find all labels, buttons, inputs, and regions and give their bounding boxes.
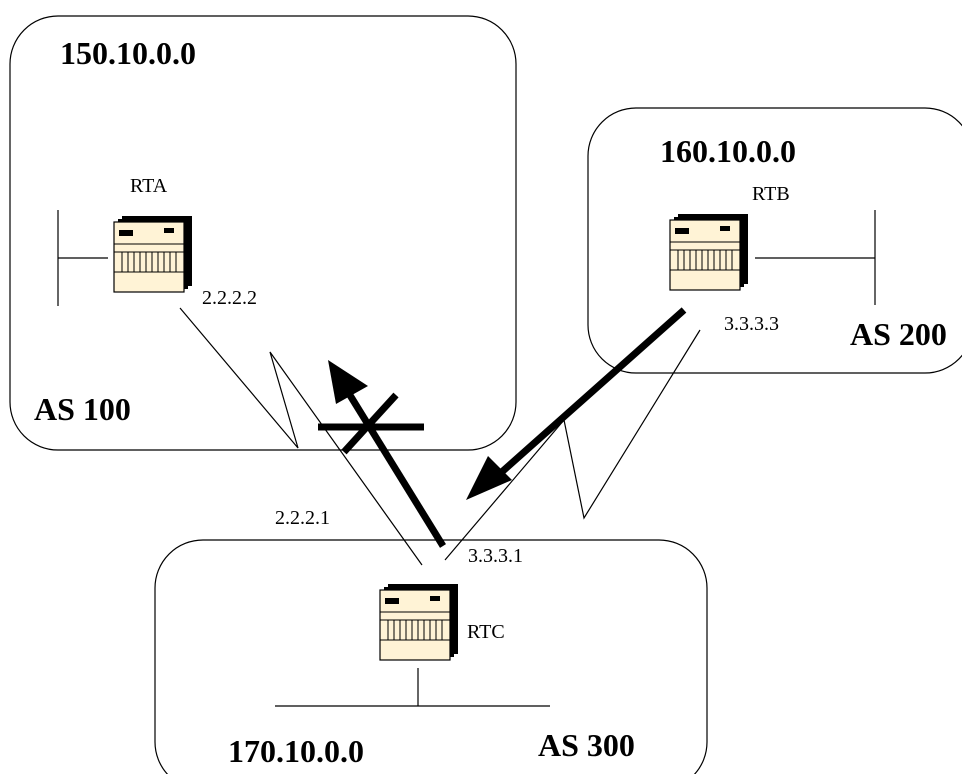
as100-label: AS 100 [34,391,131,427]
router-rta-icon [113,215,193,293]
as300-boundary [154,539,708,774]
rtb-label: RTB [752,183,790,205]
router-rtb-icon [669,213,749,291]
rta-label: RTA [130,175,168,197]
rtc-label: RTC [467,621,505,643]
as100-network-label: 150.10.0.0 [60,35,196,71]
rtc-ip-to-rta-label: 2.2.2.1 [275,507,330,529]
as200-label: AS 200 [850,316,947,352]
rtb-ip-label: 3.3.3.3 [724,313,779,335]
rtc-ip-to-rtb-label: 3.3.3.1 [468,545,523,567]
update-arrow-rtb-to-rtc [492,307,687,481]
as300-label: AS 300 [538,727,635,763]
rta-ip-label: 2.2.2.2 [202,287,257,309]
as100-boundary [9,15,517,451]
update-arrowhead-rtc [466,456,512,500]
serial-link-rtb-rtc [444,329,701,561]
as300-network-label: 170.10.0.0 [228,733,364,769]
blocked-x-diagonal [341,392,399,455]
serial-link-rta-rtc [179,307,423,566]
as200-network-label: 160.10.0.0 [660,133,796,169]
as200-boundary [587,107,962,374]
update-arrow-rtc-to-rta [345,390,446,548]
update-arrowhead-rta [328,360,368,404]
router-rtc-icon [379,583,459,661]
